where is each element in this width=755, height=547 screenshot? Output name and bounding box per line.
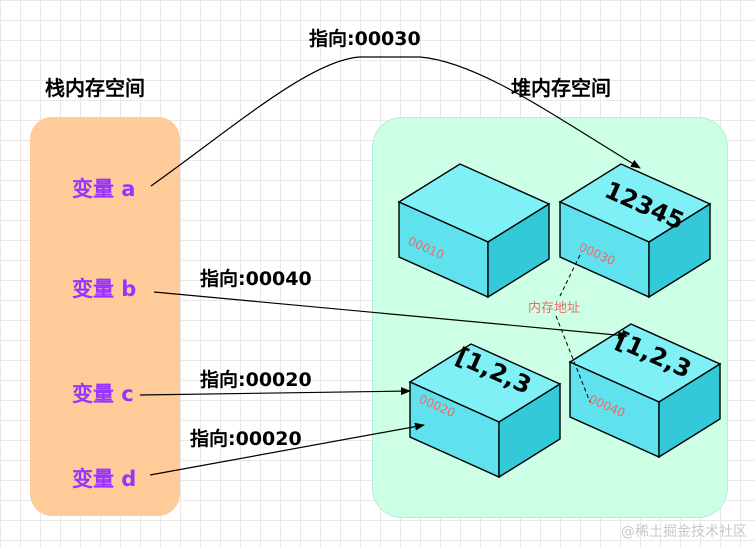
pointer-arrow-a	[150, 56, 641, 187]
pointer-arrow-c	[139, 387, 411, 396]
variable-d-label: 变量 d	[72, 467, 137, 491]
stack-memory-title: 栈内存空间	[45, 76, 145, 100]
variable-b-label: 变量 b	[72, 277, 137, 301]
pointer-arrow-d	[149, 422, 425, 476]
heap-memory-title: 堆内存空间	[511, 76, 611, 100]
heap-cube-00010: 00010	[397, 163, 551, 299]
pointer-label-d: 指向:00020	[190, 428, 302, 450]
watermark: @稀土掘金技术社区	[621, 524, 747, 540]
pointer-arrow-b	[153, 291, 628, 340]
pointer-label-a: 指向:00030	[309, 28, 421, 50]
heap-cube-00040: [1,2,3 00040	[568, 323, 722, 459]
heap-cube-00020: [1,2,3 00020	[408, 342, 562, 479]
heap-cube-00030: 12345 00030	[558, 163, 712, 299]
pointer-label-b: 指向:00040	[200, 268, 312, 290]
memory-address-label: 内存地址	[528, 301, 581, 316]
address-dashed-line	[559, 254, 581, 297]
variable-c-label: 变量 c	[72, 382, 134, 406]
variable-a-label: 变量 a	[72, 177, 136, 201]
pointer-label-c: 指向:00020	[200, 369, 312, 391]
